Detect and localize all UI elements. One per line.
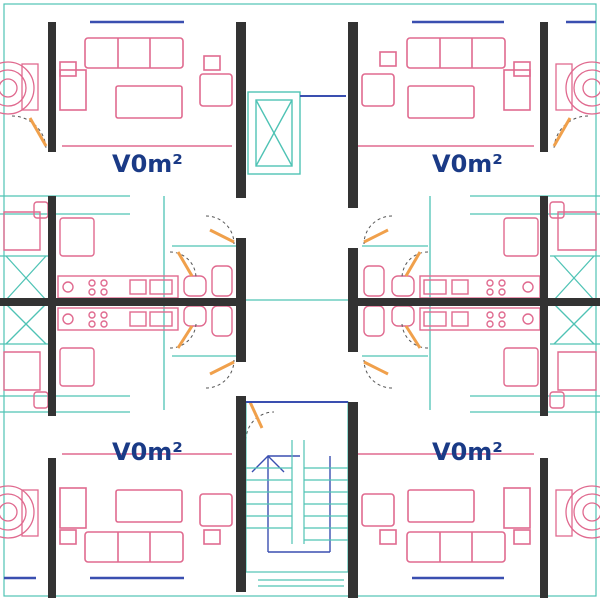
door-leaves [363,325,422,376]
doors [363,115,589,279]
toilet [183,305,233,337]
door-leaves [176,325,264,429]
toilet [363,265,415,297]
round-table [0,61,39,115]
kitchen-counter [419,275,541,299]
sofa-set [59,37,233,147]
area-label-bottom-left: V0m² [112,438,183,466]
sofa-set [358,37,534,147]
unit-top-right [358,37,600,301]
round-table [555,485,600,539]
area-label-bottom-right: V0m² [432,438,503,466]
kitchen-counter [57,307,179,331]
area-labels: V0m² V0m² V0m² V0m² [112,150,503,466]
partitions [0,300,236,413]
doors [363,323,429,389]
doors [169,323,275,441]
walls [0,22,600,598]
sofa-set [358,453,534,563]
bathroom [503,347,597,409]
elevator-shaft [247,91,346,175]
stairwell [245,401,349,587]
door-leaves [363,117,572,277]
partitions [362,300,600,413]
windows [4,20,596,580]
kitchen-counter [57,275,179,299]
area-label-top-right: V0m² [432,150,503,178]
unit-bottom-left [0,300,275,563]
toilet [363,305,415,337]
round-table [555,61,600,115]
partitions [362,195,600,301]
unit-bottom-right [358,300,600,563]
round-table [0,485,39,539]
toilet [183,265,233,297]
doors [11,115,235,279]
area-label-top-left: V0m² [112,150,183,178]
bathroom [503,201,597,257]
sofa-set [59,453,233,563]
door-leaves [28,117,235,277]
kitchen-counter [419,307,541,331]
